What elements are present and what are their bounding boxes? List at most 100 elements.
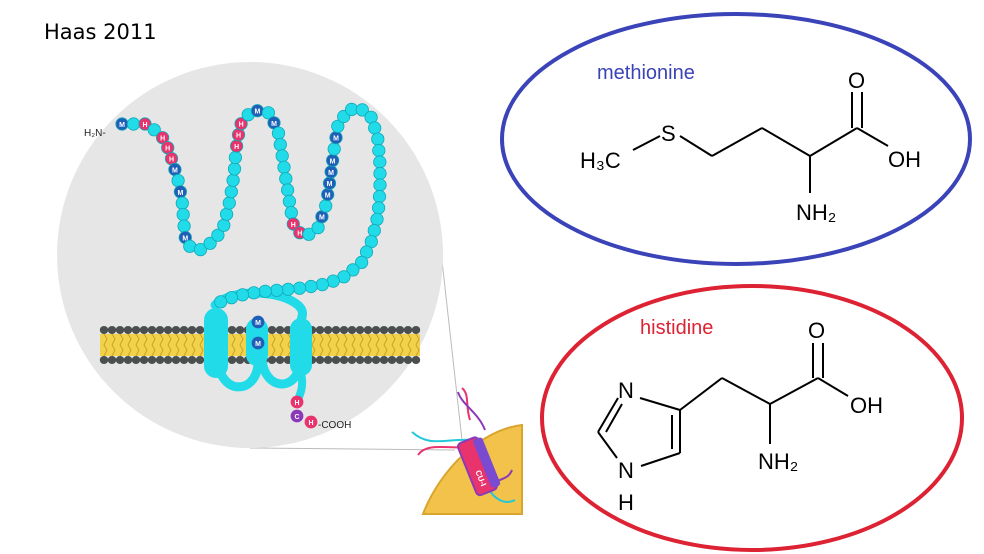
- lipid-head: [379, 356, 389, 364]
- lipid-tail: [183, 333, 188, 357]
- histidine-ring-nh-n: N: [618, 458, 634, 483]
- lipid-tail: [167, 333, 172, 357]
- helix-3: [290, 318, 312, 376]
- lipid-head: [99, 356, 109, 364]
- residue-letter: H: [169, 157, 174, 164]
- lipid-head: [227, 356, 237, 364]
- residue-bead: [371, 201, 386, 215]
- residue-letter: M: [172, 168, 178, 175]
- residue-bead: [355, 103, 369, 117]
- lipid-tail: [319, 333, 324, 357]
- residue-bead: [368, 121, 382, 135]
- lipid-head: [115, 326, 125, 334]
- lipid-head: [315, 356, 325, 364]
- lipid-head: [139, 326, 149, 334]
- residue-bead: [261, 106, 275, 120]
- lipid-tail: [119, 333, 124, 357]
- residue-letter: H: [239, 122, 244, 129]
- residue-bead: [126, 117, 141, 131]
- residue-bead: [222, 196, 236, 210]
- lipid-tail: [399, 333, 404, 357]
- lipid-tail: [231, 333, 236, 357]
- lipid-head: [123, 356, 133, 364]
- residue-letter: M: [325, 193, 331, 200]
- lipid-head: [179, 356, 189, 364]
- lipid-head: [147, 356, 157, 364]
- lipid-head: [387, 356, 397, 364]
- residue-letter: M: [319, 215, 325, 222]
- lipid-head: [195, 326, 205, 334]
- lipid-head: [347, 326, 357, 334]
- lipid-tail: [127, 333, 132, 357]
- lipid-head: [323, 356, 333, 364]
- tail-strand: [461, 387, 471, 421]
- lipid-head: [107, 326, 117, 334]
- lipid-head: [339, 356, 349, 364]
- lipid-head: [187, 326, 197, 334]
- residue-bead: [281, 282, 295, 296]
- residue-bead: [331, 119, 345, 133]
- lipid-head: [379, 326, 389, 334]
- histidine-panel: histidine N N H O OH NH₂: [540, 284, 964, 552]
- lipid-head: [235, 356, 245, 364]
- lipid-tail: [367, 333, 372, 357]
- residue-bead: [370, 212, 384, 226]
- lipid-tail: [383, 333, 388, 357]
- residue-letter: M: [254, 109, 260, 116]
- lipid-head: [267, 356, 277, 364]
- lipid-head: [403, 356, 413, 364]
- lipid-head: [363, 356, 373, 364]
- residue-letter: H: [165, 146, 170, 153]
- residue-letter: H: [308, 420, 313, 427]
- residue-bead: [373, 155, 387, 169]
- residue-bead: [224, 185, 238, 199]
- lipid-head: [187, 356, 197, 364]
- residue-bead: [175, 196, 189, 210]
- residue-letter: M: [255, 341, 261, 348]
- cysteine-residue: [290, 409, 304, 423]
- histidine-ring-n: N: [618, 378, 634, 403]
- lipid-tail: [343, 333, 348, 357]
- residue-letter: M: [271, 121, 277, 128]
- residue-letter: M: [255, 320, 261, 327]
- residue-bead: [214, 295, 228, 309]
- residue-bead: [326, 274, 340, 288]
- lipid-head: [411, 326, 421, 334]
- lipid-head: [411, 356, 421, 364]
- methionine-amine: NH₂: [796, 200, 836, 225]
- lipid-head: [403, 326, 413, 334]
- residue-letter: M: [182, 236, 188, 243]
- lipid-tail: [191, 333, 196, 357]
- residue-letter: M: [119, 122, 125, 129]
- lipid-tail: [327, 333, 332, 357]
- lipid-head: [323, 326, 333, 334]
- residue-bead: [304, 279, 318, 294]
- lipid-tail: [175, 333, 180, 357]
- residue-bead: [273, 138, 287, 152]
- lipid-head: [155, 356, 165, 364]
- residue-bead: [372, 189, 387, 204]
- residue-bead: [302, 227, 316, 241]
- lipid-head: [107, 356, 117, 364]
- residue-bead: [367, 223, 381, 238]
- histidine-name: histidine: [640, 317, 713, 339]
- zoom-line: [249, 447, 456, 451]
- residue-letter: M: [327, 181, 333, 188]
- residue-bead: [371, 132, 385, 146]
- residue-bead: [354, 255, 369, 269]
- residue-letter: H: [142, 122, 147, 129]
- cell-inset: CU-I: [411, 387, 523, 515]
- residue-bead: [282, 194, 296, 208]
- lipid-tail: [279, 333, 284, 357]
- lipid-tail: [239, 333, 244, 357]
- lipid-head: [147, 326, 157, 334]
- lipid-head: [355, 326, 365, 334]
- residue-bead: [277, 160, 291, 174]
- residue-bead: [211, 228, 225, 242]
- methionine-hydroxyl: OH: [888, 147, 921, 172]
- lipid-tail: [199, 333, 204, 357]
- lipid-tail: [135, 333, 140, 357]
- copper-transporter: CU-I: [456, 436, 501, 497]
